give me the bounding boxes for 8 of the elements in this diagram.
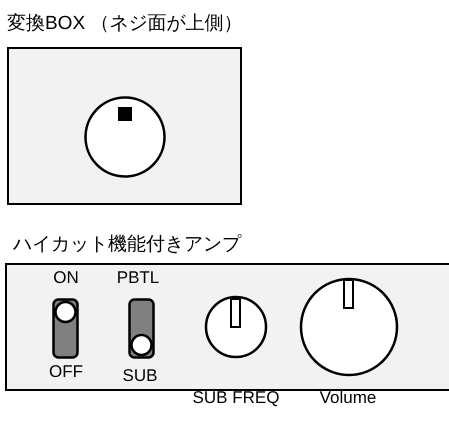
panel-heading: 変換BOX （ネジ面が上側） xyxy=(7,12,242,36)
switch-position-label: ON xyxy=(53,268,79,288)
switch-position-label: OFF xyxy=(49,362,83,382)
knob-label: Volume xyxy=(320,388,376,408)
knob-label: SUB FREQ xyxy=(192,388,280,408)
switch-position-label: SUB xyxy=(122,366,158,386)
panel-heading: ハイカット機能付きアンプ xyxy=(13,233,241,257)
switch-position-label: PBTL xyxy=(116,268,160,288)
